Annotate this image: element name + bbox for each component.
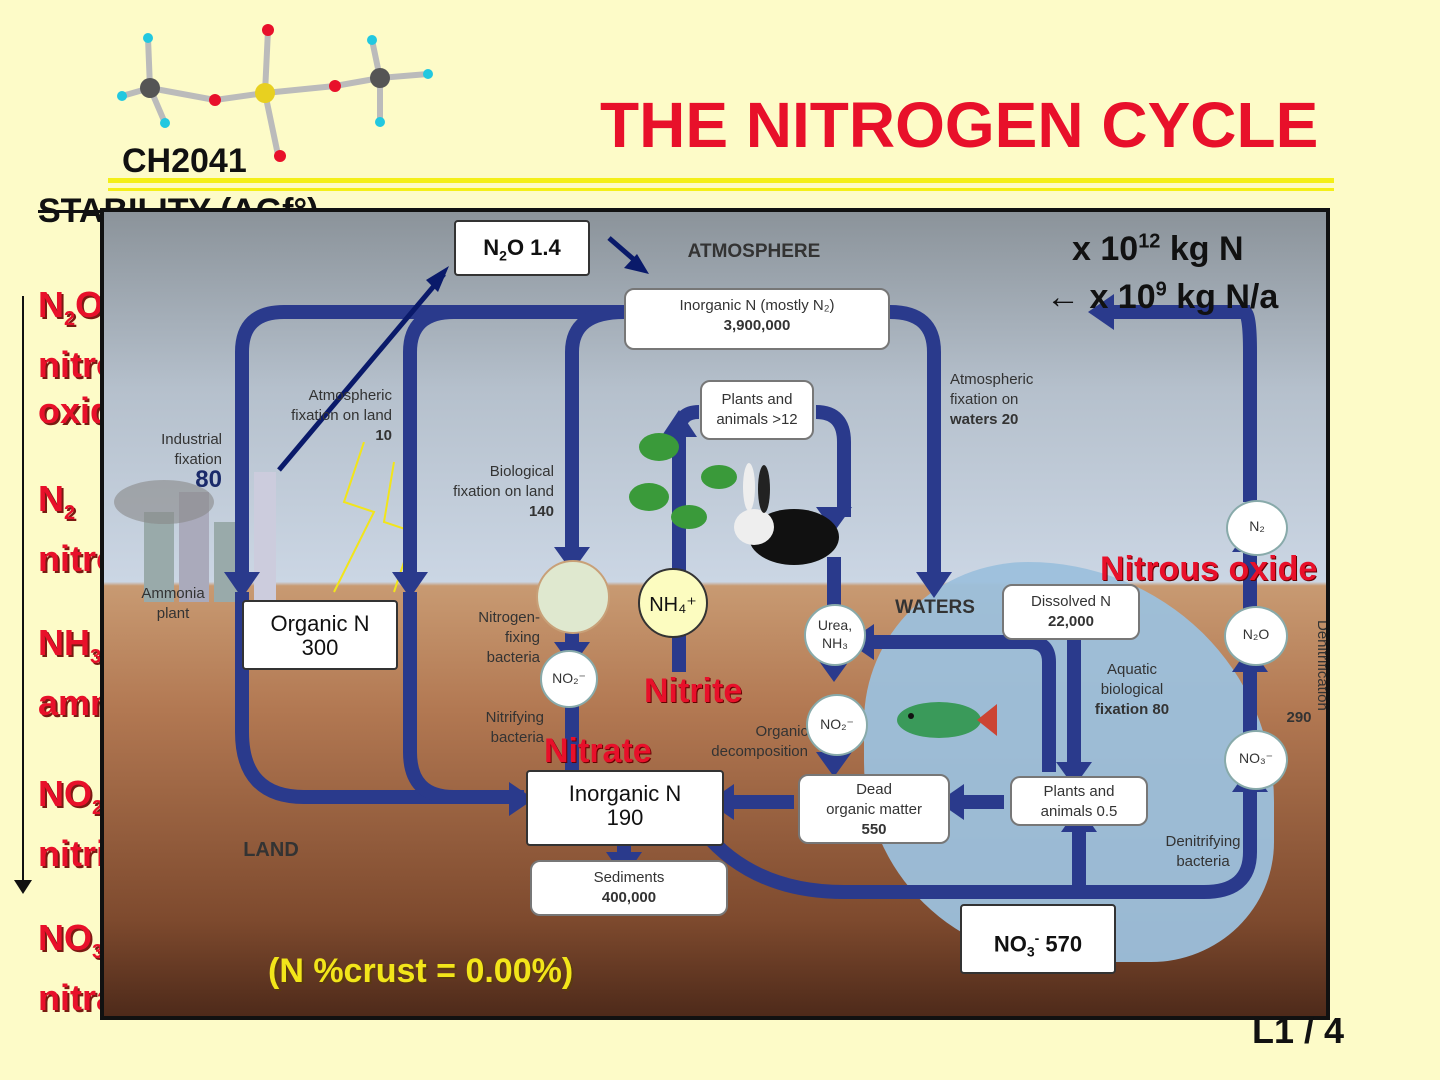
n2o-stock-box: N2O 1.4 [454, 220, 590, 276]
title-divider [108, 178, 1334, 183]
nitrogen-fixing-root-nodule [536, 560, 610, 634]
no3-water-circle: NO₃⁻ [1224, 730, 1288, 790]
course-code: CH2041 [122, 142, 247, 180]
stability-arrow-icon [14, 880, 32, 894]
nitrogen-cycle-diagram: N2O 1.4 ATMOSPHERE Inorganic N (mostly N… [100, 208, 1330, 1020]
land-label: LAND [243, 839, 299, 861]
page-title: THE NITROGEN CYCLE [600, 89, 1319, 161]
n2o-circle: N₂O [1224, 606, 1288, 666]
nh4-circle: NH₄⁺ [638, 568, 708, 638]
inorganic-n-atmosphere-box: Inorganic N (mostly N₂)3,900,000 [624, 288, 890, 350]
fish-illustration [897, 702, 997, 738]
nitrate-callout: Nitrate [544, 732, 652, 770]
nitrite-callout: Nitrite [644, 672, 743, 710]
cycle-arrows [224, 236, 1268, 899]
nitrogen-crust-percentage: (N %crust = 0.00%) [268, 952, 574, 990]
factory-icon [114, 472, 276, 602]
title-divider-2 [108, 188, 1334, 191]
stability-scale-line [22, 296, 24, 886]
denitrification-label: Denitrification [1314, 619, 1330, 711]
plant-rabbit-illustration [629, 433, 839, 565]
atmosphere-label: ATMOSPHERE [687, 241, 821, 262]
waters-label: WATERS [895, 597, 975, 618]
n2-circle: N₂ [1226, 500, 1288, 556]
no2-water-circle: NO₂⁻ [806, 694, 868, 756]
flux-units-label: ← x 109 kg N/a [1046, 278, 1279, 316]
slide-page-number: L1 / 4 [1252, 1010, 1345, 1051]
urea-nh3-circle: Urea,NH₃ [804, 604, 866, 666]
no3-water-stock-box: NO3- 570 [960, 904, 1116, 974]
molecule-logo [117, 24, 433, 162]
stock-units-label: x 1012 kg N [1072, 230, 1244, 268]
denitrification-value: 290 [1286, 709, 1312, 726]
nitrous-oxide-callout: Nitrous oxide [1100, 550, 1318, 588]
no2-land-circle: NO₂⁻ [540, 650, 598, 708]
